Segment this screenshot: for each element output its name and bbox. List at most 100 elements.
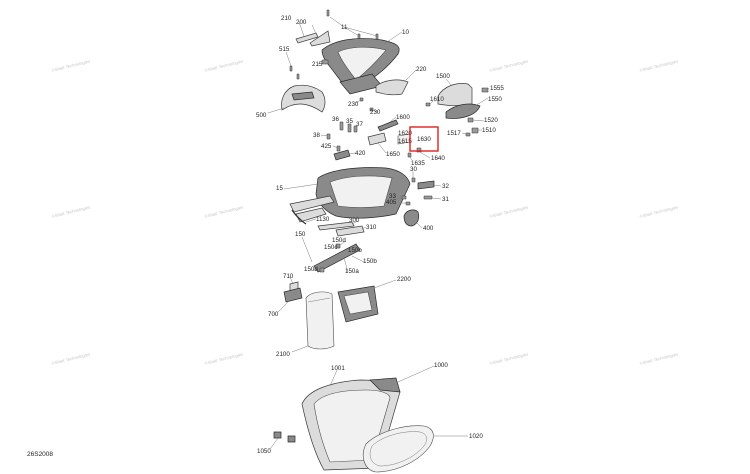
leader-line: [397, 365, 435, 383]
highlighted-part-callout[interactable]: 1630: [409, 126, 439, 152]
leader-line: [371, 109, 379, 113]
leader-line: [269, 437, 279, 450]
part-1520: [467, 117, 474, 123]
leader-line: [419, 151, 431, 159]
part-number-label: 2200: [397, 276, 411, 283]
watermark: ©Shatt Technologies: [204, 351, 244, 366]
part-310: [335, 225, 365, 237]
part-1600: [377, 119, 399, 132]
leader-line: [311, 24, 319, 39]
part-number-label: 310: [366, 224, 377, 231]
leader-line: [289, 276, 294, 285]
leader-line: [348, 152, 356, 155]
part-700-bracket: [283, 287, 303, 303]
part-31: [423, 195, 433, 200]
part-150d: [319, 267, 325, 273]
leader-line: [317, 61, 325, 65]
part-number-label: 400: [423, 225, 434, 232]
part-515-bolt: [296, 73, 300, 80]
parts-layer: [273, 9, 489, 473]
part-number-label: 230: [370, 109, 381, 116]
part-number-label: 1520: [484, 117, 498, 124]
part-number-label: 1635: [411, 160, 425, 167]
watermark: ©Shatt Technologies: [489, 58, 529, 73]
leader-line: [467, 97, 489, 111]
part-36: [339, 121, 344, 131]
leader-line: [433, 184, 442, 187]
part-number-label: 710: [283, 273, 294, 280]
part-number-label: 30: [410, 166, 417, 173]
part-number-label: 1050: [257, 448, 271, 455]
leader-line: [305, 218, 317, 223]
leader-line: [351, 255, 365, 263]
part-number-label: 515: [279, 46, 290, 53]
part-number-label: 2100: [276, 351, 290, 358]
leader-line: [472, 119, 485, 122]
leader-line: [285, 51, 292, 67]
part-number-label: 36: [332, 116, 339, 123]
part-2100-edge: [307, 297, 331, 303]
leader-line: [389, 116, 397, 123]
part-number-label: 1000: [434, 362, 448, 369]
part-1020-gasket: [363, 425, 434, 473]
part-15-rail: [289, 195, 335, 213]
part-425: [336, 145, 341, 152]
leader-line: [429, 100, 434, 105]
watermark: ©Shatt Technologies: [489, 204, 529, 219]
part-1050-clip: [273, 431, 282, 439]
part-number-label: 215: [312, 61, 323, 68]
part-number-label: 150b: [348, 247, 362, 254]
part-number-label: 300: [349, 217, 360, 224]
part-number-label: 1550: [488, 96, 502, 103]
part-number-label-highlighted[interactable]: 1630: [417, 136, 431, 143]
part-number-label: 1600: [396, 114, 410, 121]
part-number-label: 420: [355, 150, 366, 157]
leader-line: [373, 279, 397, 289]
leader-line: [329, 16, 378, 37]
watermark: ©Shatt Technologies: [204, 204, 244, 219]
part-1635: [407, 152, 412, 158]
watermark: ©Shatt Technologies: [51, 58, 91, 73]
part-number-label: 230: [348, 101, 359, 108]
part-number-label: 150d: [332, 237, 346, 244]
part-number-label: 150: [295, 231, 306, 238]
part-1500-lid: [437, 83, 473, 106]
part-15-inner-grid: [329, 175, 393, 208]
part-10-inner-panel: [337, 46, 387, 81]
part-number-label: 32: [442, 183, 449, 190]
watermark: ©Shatt Technologies: [639, 204, 679, 219]
part-number-label: 425: [321, 143, 332, 150]
part-number-label: 200: [296, 19, 307, 26]
part-number-label: 1555: [490, 85, 504, 92]
leader-line: [485, 87, 490, 91]
part-37: [353, 125, 358, 133]
leader-line: [377, 142, 387, 154]
part-515-bolt: [289, 65, 293, 72]
part-number-label: 1650: [386, 151, 400, 158]
part-number-label: 38: [313, 132, 320, 139]
part-number-label: 10: [402, 29, 409, 36]
leader-line: [403, 69, 417, 83]
part-215: [321, 59, 329, 65]
part-1000-rim: [369, 377, 401, 393]
part-35: [347, 123, 352, 133]
part-30: [411, 177, 416, 183]
part-33: [401, 195, 407, 200]
part-number-label: 1500: [436, 73, 450, 80]
leader-line: [383, 31, 403, 45]
leader-line: [415, 221, 423, 229]
part-2100-foam: [305, 291, 335, 350]
part-15-rail-lower: [295, 207, 327, 223]
part-1050-clip: [287, 435, 296, 443]
part-number-label: 33: [389, 193, 396, 200]
highlight-box[interactable]: [409, 126, 439, 152]
part-number-label: 210: [281, 15, 292, 22]
part-number-label: 1640: [431, 155, 445, 162]
part-210: [295, 32, 319, 44]
part-number-label: 15: [276, 185, 283, 192]
leader-line: [351, 220, 359, 225]
leader-line: [267, 107, 285, 114]
part-1555: [481, 87, 489, 93]
leader-line: [431, 197, 442, 200]
part-number-label: 1610: [430, 96, 444, 103]
